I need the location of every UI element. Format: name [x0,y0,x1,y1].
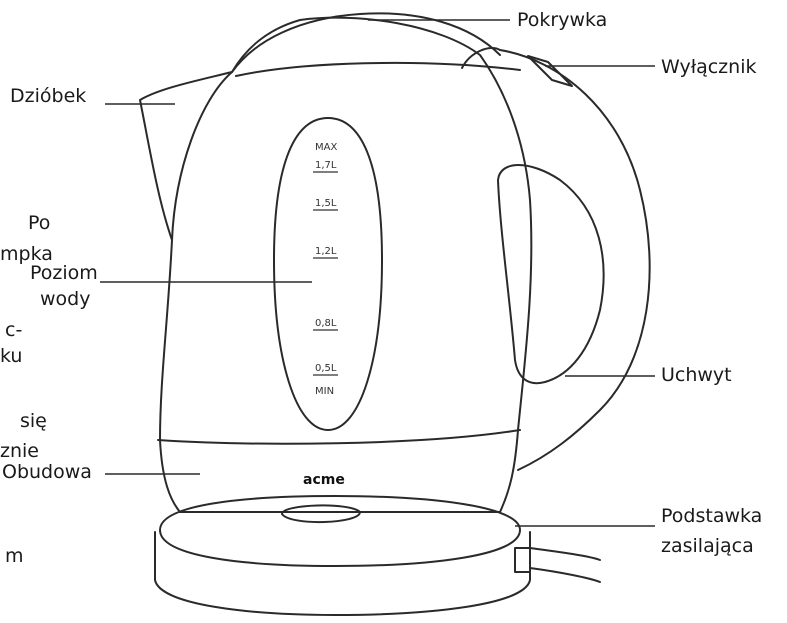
base-side [154,531,531,616]
label-switch: Wyłącznik [661,56,757,78]
label-base-1: Podstawka [661,505,763,527]
cord-plug [514,547,531,573]
text-fragment: mpka [0,243,53,265]
text-fragment: m [5,545,24,567]
label-handle: Uchwyt [661,364,732,386]
spout-outline [139,71,233,241]
scale-0-5: 0,5L [315,363,337,374]
scale-ticks [313,171,338,376]
water-window [273,117,383,431]
label-water-level-1: Poziom [30,262,98,284]
scale-1-7: 1,7L [315,160,337,171]
kettle-body-outline [159,16,533,513]
text-fragment: Po [28,212,51,234]
text-fragment: znie [0,440,39,462]
switch-button [527,55,573,87]
handle-inner [497,164,605,385]
label-housing: Obudowa [2,461,92,483]
scale-1-2: 1,2L [315,246,337,257]
scale-1-5: 1,5L [315,198,337,209]
housing-band [157,429,521,445]
switch-outline [461,47,501,69]
lid-rim [235,61,521,77]
scale-min: MIN [315,386,334,397]
leader-lines [100,19,655,527]
handle-outer [499,49,651,471]
label-spout: Dzióbek [10,85,87,107]
power-cord [529,547,601,561]
label-water-level-2: wody [40,288,91,310]
power-cord-lower [529,567,601,583]
text-fragment: ku [0,345,23,367]
text-fragment: się [20,410,47,432]
brand-logo: acme [303,472,345,488]
label-lid: Pokrywka [517,9,608,31]
switch-tab [281,504,361,523]
text-fragment: c- [5,319,23,341]
scale-max: MAX [315,142,337,153]
base-top [159,495,521,567]
lid-outline [231,12,501,73]
scale-0-8: 0,8L [315,318,337,329]
label-base-2: zasilająca [661,535,754,557]
